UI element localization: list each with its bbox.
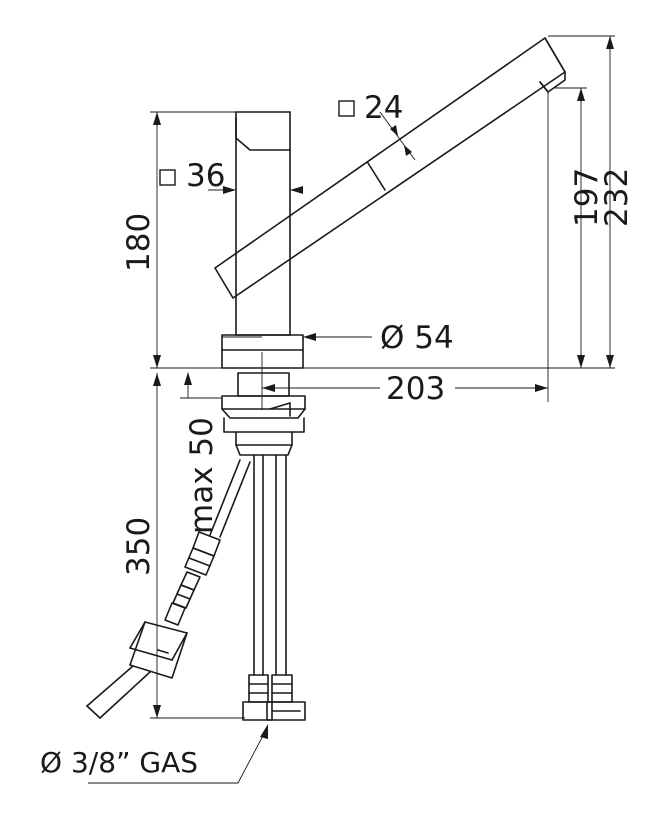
label-197: 197 bbox=[569, 168, 605, 227]
faucet-body bbox=[221, 111, 304, 369]
label-24: 24 bbox=[364, 90, 403, 126]
label-diameter-54: Ø 54 bbox=[380, 320, 454, 356]
label-203: 203 bbox=[386, 371, 445, 407]
label-connection: Ø 3/8” GAS bbox=[40, 746, 198, 779]
spout bbox=[214, 37, 566, 299]
label-36: 36 bbox=[186, 158, 225, 194]
pullout-hose bbox=[86, 459, 251, 719]
dimension-labels: 24 36 180 197 232 Ø 54 203 max 50 350 Ø … bbox=[40, 90, 635, 779]
label-350: 350 bbox=[121, 517, 157, 576]
dimension-lines bbox=[88, 35, 615, 784]
square-symbol-24 bbox=[338, 100, 355, 117]
label-max-50: max 50 bbox=[184, 417, 220, 534]
label-180: 180 bbox=[121, 213, 157, 272]
label-232: 232 bbox=[599, 168, 635, 227]
supply-hoses bbox=[242, 454, 306, 721]
mounting-hardware bbox=[221, 372, 306, 456]
square-symbol-36 bbox=[159, 169, 176, 186]
